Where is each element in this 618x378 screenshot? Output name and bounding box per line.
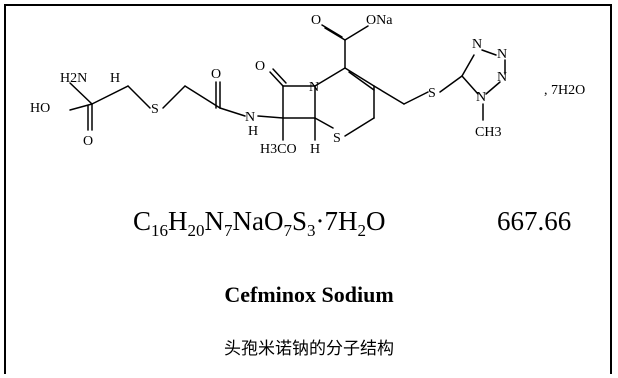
figure-frame: [4, 4, 612, 374]
atom-ona: ONa: [366, 13, 393, 28]
atom-o-amide: O: [211, 67, 221, 82]
molecular-formula: C16H20N7NaO7S3·7H2O: [133, 206, 386, 240]
atom-o-carboxyl: O: [311, 13, 321, 28]
atom-n-t3: N: [497, 70, 507, 85]
atom-ch3: CH3: [475, 125, 501, 140]
atom-n-t2: N: [497, 47, 507, 62]
atom-h2n: H2N: [60, 71, 87, 86]
atom-o-acid: O: [83, 134, 93, 149]
atom-n-amide: N: [245, 110, 255, 125]
atom-n-t4: N: [476, 90, 486, 105]
atom-h3co: H3CO: [260, 142, 297, 157]
structure-diagram: H2N H HO O S O N H O N H3CO H S O ONa S …: [30, 13, 585, 157]
atom-ho: HO: [30, 101, 50, 116]
atom-o-lactam: O: [255, 59, 265, 74]
atom-n-ring: N: [309, 80, 319, 95]
hydrate-label: , 7H2O: [544, 83, 585, 98]
compound-name: Cefminox Sodium: [224, 282, 394, 307]
atom-s-ring: S: [333, 131, 341, 146]
atom-s-link: S: [428, 86, 436, 101]
atom-n-t1: N: [472, 37, 482, 52]
atom-h-c6: H: [310, 142, 320, 157]
molecular-weight: 667.66: [497, 206, 572, 236]
atom-h-alpha: H: [110, 71, 120, 86]
atom-h-amide: H: [248, 124, 258, 139]
atom-s-thioether: S: [151, 102, 159, 117]
figure-caption: 头孢米诺钠的分子结构: [224, 339, 394, 359]
